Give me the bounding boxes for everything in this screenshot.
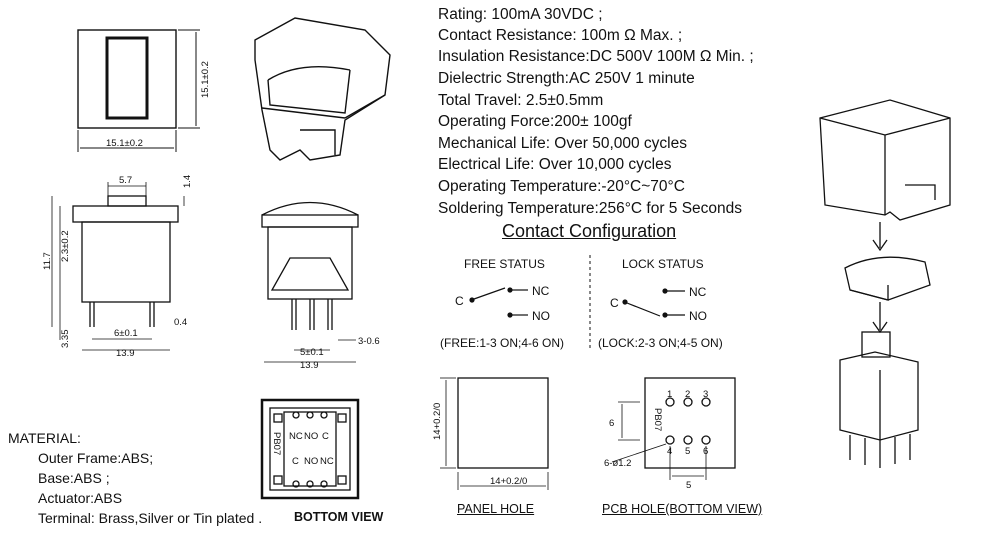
side-view-drawing [261,201,359,363]
bottom-view-label: BOTTOM VIEW [294,510,384,524]
dim-3-0-6: 3-0.6 [358,336,380,347]
dim-panel-h: 14+0.2/0 [432,403,443,440]
lock-status-label: LOCK STATUS [622,257,704,271]
bv-row2-a: C [292,456,299,467]
dim-5: 5±0.1 [300,347,324,358]
lock-c-label: C [610,296,619,310]
spec-electrical-life: Electrical Life: Over 10,000 cycles [438,156,672,173]
spec-mechanical-life: Mechanical Life: Over 50,000 cycles [438,135,687,152]
dim-3-35: 3.35 [60,330,71,349]
dim-height-top: 15.1±0.2 [200,61,211,98]
pcb-hole-label: PCB HOLE(BOTTOM VIEW) [602,502,763,516]
spec-soldering-temperature: Soldering Temperature:256°C for 5 Second… [438,200,743,217]
spec-operating-temperature: Operating Temperature:-20°C~70°C [438,178,685,195]
dim-pcb-6: 6 [609,418,614,429]
free-note: (FREE:1-3 ON;4-6 ON) [440,336,565,350]
material-terminal: Terminal: Brass,Silver or Tin plated . [38,510,263,526]
top-view-drawing [77,29,200,152]
dim-pcb-5: 5 [686,480,691,491]
pin-1: 1 [667,389,672,400]
pin-4: 4 [667,446,672,457]
material-outer-frame: Outer Frame:ABS; [38,450,154,466]
dim-5-7: 5.7 [119,175,132,186]
bv-row1-c: C [322,431,329,442]
panel-hole-label: PANEL HOLE [457,502,535,516]
dim-1-4: 1.4 [182,175,193,188]
panel-hole-drawing [440,377,549,490]
pin-5: 5 [685,446,690,457]
free-nc-label: NC [532,284,550,298]
spec-operating-force: Operating Force:200± 100gf [438,113,632,130]
free-status-label: FREE STATUS [464,257,545,271]
bottom-view-model: PB07 [271,432,282,455]
pin-6: 6 [703,446,708,457]
dim-pcb-hole: 6-ø1.2 [604,458,631,469]
spec-contact-resistance: Contact Resistance: 100m Ω Max. ; [438,27,683,44]
spec-insulation-resistance: Insulation Resistance:DC 500V 100M Ω Min… [438,48,754,65]
contact-config-title: Contact Configuration [502,221,677,241]
material-base: Base:ABS ; [38,470,110,486]
dim-2-3: 2.3±0.2 [60,230,71,262]
spec-dielectric-strength: Dielectric Strength:AC 250V 1 minute [438,70,695,87]
material-actuator: Actuator:ABS [38,490,123,506]
bv-row1-a: NC [289,431,303,442]
iso-view-drawing [254,17,391,161]
dim-0-4: 0.4 [174,317,187,328]
material-heading: MATERIAL: [8,430,81,446]
dim-panel-w: 14+0.2/0 [490,476,527,487]
bv-row2-b: NO [304,456,318,467]
dim-13-9-b: 13.9 [300,360,319,371]
contact-free-symbol [469,287,528,318]
free-no-label: NO [532,309,550,323]
pcb-hole-drawing [611,377,736,480]
spec-rating: Rating: 100mA 30VDC ; [438,6,603,23]
dim-11-7: 11.7 [42,252,53,270]
free-c-label: C [455,294,464,308]
pin-3: 3 [703,389,708,400]
pcb-model: PB07 [652,408,663,431]
dim-width-top: 15.1±0.2 [106,138,143,149]
bottom-view-drawing [260,398,360,500]
exploded-view-drawing [819,99,951,468]
lock-no-label: NO [689,309,707,323]
spec-total-travel: Total Travel: 2.5±0.5mm [438,92,604,109]
front-view-drawing [51,182,185,351]
lock-nc-label: NC [689,285,707,299]
bv-row2-c: NC [320,456,334,467]
dim-6: 6±0.1 [114,328,138,339]
bv-row1-b: NO [304,431,318,442]
lock-note: (LOCK:2-3 ON;4-5 ON) [598,336,723,350]
pin-2: 2 [685,389,690,400]
contact-lock-symbol [622,288,685,318]
dim-13-9-a: 13.9 [116,348,135,359]
